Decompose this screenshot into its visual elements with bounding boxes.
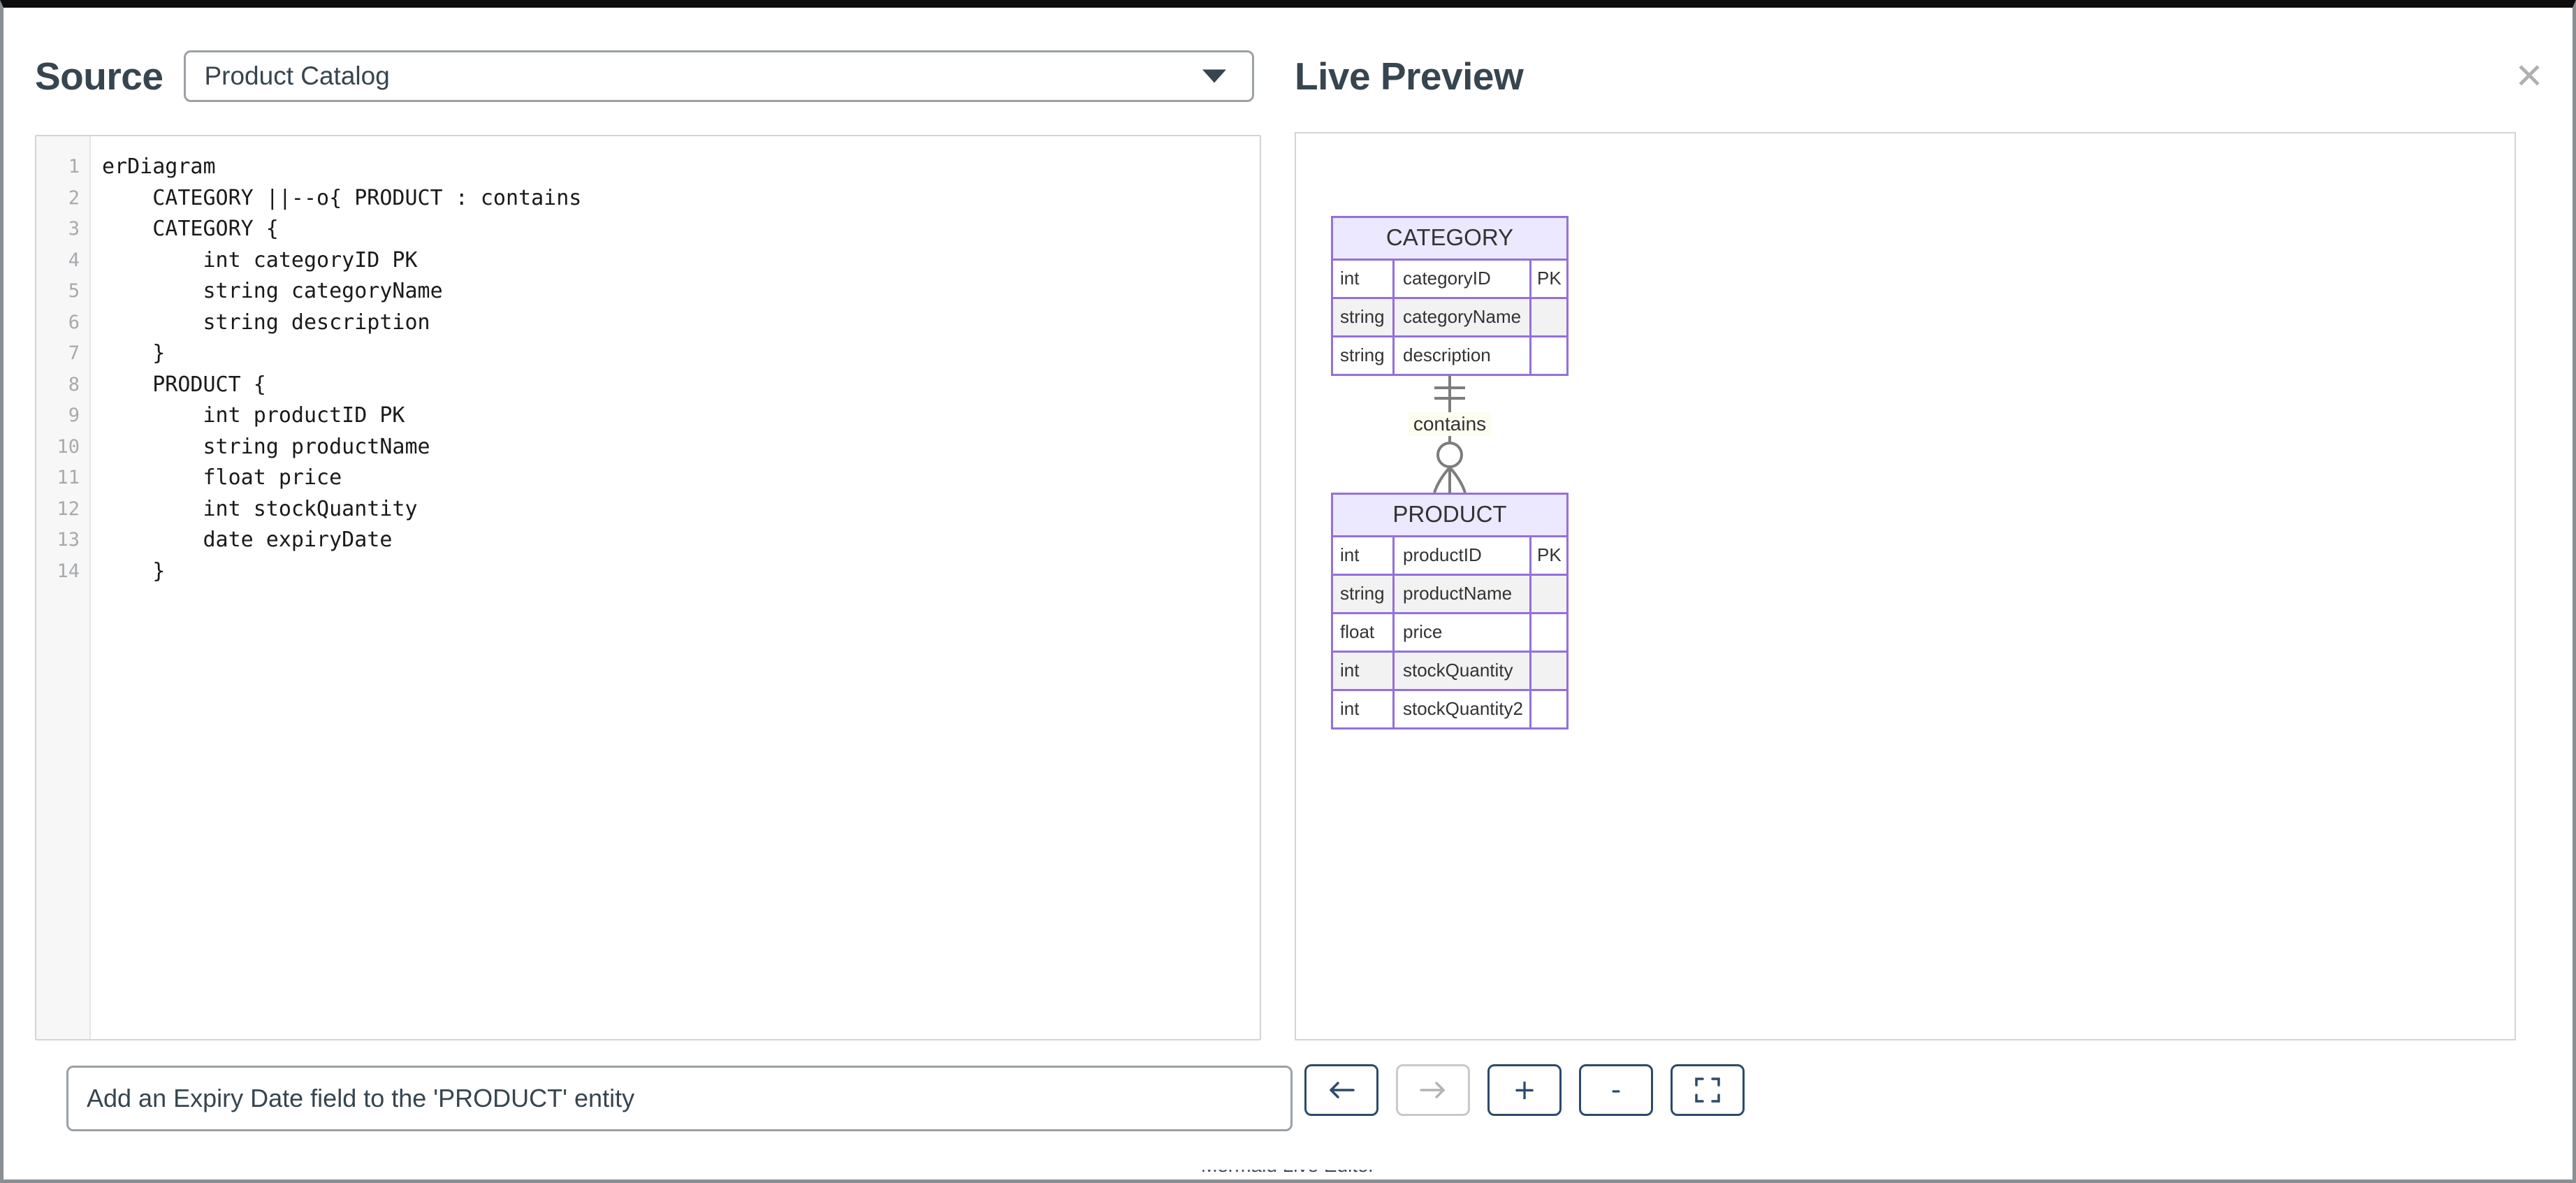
code-line[interactable]: string productName bbox=[102, 434, 430, 459]
back-button[interactable] bbox=[1304, 1064, 1378, 1116]
arrow-right-icon bbox=[1420, 1082, 1445, 1098]
attribute-key bbox=[1531, 576, 1566, 612]
preview-title: Live Preview bbox=[1295, 55, 1524, 98]
attribute-name: price bbox=[1395, 614, 1531, 651]
plus-icon: + bbox=[1513, 1074, 1536, 1106]
line-number: 8 bbox=[68, 373, 80, 395]
attribute-name: categoryID bbox=[1395, 261, 1531, 297]
line-number: 9 bbox=[68, 405, 80, 426]
preview-toolbar: + - bbox=[1304, 1064, 1745, 1116]
prompt-input[interactable]: Add an Expiry Date field to the 'PRODUCT… bbox=[66, 1066, 1293, 1131]
line-number: 4 bbox=[68, 249, 80, 271]
entity-category: CATEGORY int categoryID PK string catego… bbox=[1331, 216, 1569, 376]
line-number: 10 bbox=[57, 435, 80, 458]
line-number: 2 bbox=[68, 187, 80, 209]
attribute-row: string categoryName bbox=[1333, 299, 1566, 338]
relationship-connector: contains bbox=[1331, 376, 1569, 493]
attribute-key bbox=[1531, 691, 1566, 727]
line-number: 7 bbox=[68, 342, 80, 364]
window-footer: Mermaid Live Editor bbox=[3, 1170, 2573, 1180]
forward-button[interactable] bbox=[1396, 1064, 1470, 1116]
line-number: 13 bbox=[57, 529, 80, 551]
footer-label: Mermaid Live Editor bbox=[1201, 1170, 1375, 1177]
line-number: 5 bbox=[68, 280, 80, 302]
attribute-type: int bbox=[1333, 537, 1395, 574]
code-line[interactable]: date expiryDate bbox=[102, 528, 393, 552]
line-number: 12 bbox=[57, 498, 80, 520]
attribute-key bbox=[1531, 653, 1566, 689]
attribute-type: int bbox=[1333, 653, 1395, 689]
preview-panel: CATEGORY int categoryID PK string catego… bbox=[1295, 132, 2516, 1040]
diagram-select[interactable]: Product Catalog bbox=[184, 50, 1254, 102]
fit-screen-button[interactable] bbox=[1671, 1064, 1745, 1116]
line-number: 11 bbox=[57, 467, 80, 488]
code-line[interactable]: } bbox=[102, 341, 166, 365]
er-diagram: CATEGORY int categoryID PK string catego… bbox=[1331, 216, 1569, 730]
minus-icon: - bbox=[1610, 1074, 1622, 1106]
code-line[interactable]: string categoryName bbox=[102, 279, 443, 303]
attribute-key bbox=[1531, 338, 1566, 374]
code-line[interactable]: float price bbox=[102, 465, 342, 490]
attribute-name: productID bbox=[1395, 537, 1531, 574]
arrow-left-icon bbox=[1330, 1082, 1355, 1098]
source-title: Source bbox=[35, 55, 163, 98]
attribute-name: description bbox=[1395, 338, 1531, 374]
attribute-type: string bbox=[1333, 299, 1395, 335]
line-number: 14 bbox=[57, 560, 80, 582]
attribute-row: string productName bbox=[1333, 576, 1566, 614]
line-number: 1 bbox=[68, 156, 80, 177]
code-line[interactable]: string description bbox=[102, 310, 430, 335]
line-number: 6 bbox=[68, 311, 80, 333]
attribute-row: int stockQuantity2 bbox=[1333, 691, 1566, 727]
attribute-row: int productID PK bbox=[1333, 537, 1566, 576]
code-line[interactable]: } bbox=[102, 558, 166, 583]
code-area[interactable]: erDiagram CATEGORY ||--o{ PRODUCT : cont… bbox=[91, 136, 1260, 1039]
code-line[interactable]: CATEGORY ||--o{ PRODUCT : contains bbox=[102, 185, 582, 210]
expand-icon bbox=[1695, 1077, 1720, 1103]
preview-header: Live Preview ✕ bbox=[1295, 46, 2544, 106]
close-icon[interactable]: ✕ bbox=[2515, 56, 2544, 96]
attribute-row: int categoryID PK bbox=[1333, 261, 1566, 299]
entity-title: PRODUCT bbox=[1333, 495, 1566, 537]
entity-title: CATEGORY bbox=[1333, 218, 1566, 261]
code-line[interactable]: PRODUCT { bbox=[102, 372, 266, 397]
entity-product: PRODUCT int productID PK string productN… bbox=[1331, 493, 1569, 730]
diagram-select-value: Product Catalog bbox=[204, 61, 390, 90]
zoom-out-button[interactable]: - bbox=[1579, 1064, 1653, 1116]
line-number: 3 bbox=[68, 218, 80, 240]
attribute-key bbox=[1531, 614, 1566, 651]
attribute-key: PK bbox=[1537, 544, 1562, 565]
zoom-in-button[interactable]: + bbox=[1487, 1064, 1562, 1116]
code-line[interactable]: CATEGORY { bbox=[102, 217, 279, 241]
relationship-label: contains bbox=[1408, 412, 1492, 436]
attribute-key: PK bbox=[1537, 268, 1562, 289]
prompt-input-value: Add an Expiry Date field to the 'PRODUCT… bbox=[87, 1084, 635, 1112]
attribute-type: string bbox=[1333, 338, 1395, 374]
code-line[interactable]: int categoryID PK bbox=[102, 247, 418, 273]
code-line[interactable]: erDiagram bbox=[102, 154, 216, 179]
attribute-type: string bbox=[1333, 576, 1395, 612]
code-line[interactable]: int stockQuantity bbox=[102, 496, 418, 521]
attribute-type: int bbox=[1333, 261, 1395, 297]
attribute-name: stockQuantity bbox=[1395, 653, 1531, 689]
attribute-key bbox=[1531, 299, 1566, 335]
attribute-type: int bbox=[1333, 691, 1395, 727]
diagram-select-wrapper: Product Catalog bbox=[184, 50, 1254, 102]
attribute-name: categoryName bbox=[1395, 299, 1531, 335]
attribute-name: stockQuantity2 bbox=[1395, 691, 1531, 727]
attribute-name: productName bbox=[1395, 576, 1531, 612]
source-header: Source Product Catalog bbox=[35, 46, 1254, 106]
attribute-row: string description bbox=[1333, 338, 1566, 374]
code-line[interactable]: int productID PK bbox=[102, 403, 405, 428]
attribute-row: float price bbox=[1333, 614, 1566, 653]
attribute-row: int stockQuantity bbox=[1333, 653, 1566, 691]
attribute-type: float bbox=[1333, 614, 1395, 651]
